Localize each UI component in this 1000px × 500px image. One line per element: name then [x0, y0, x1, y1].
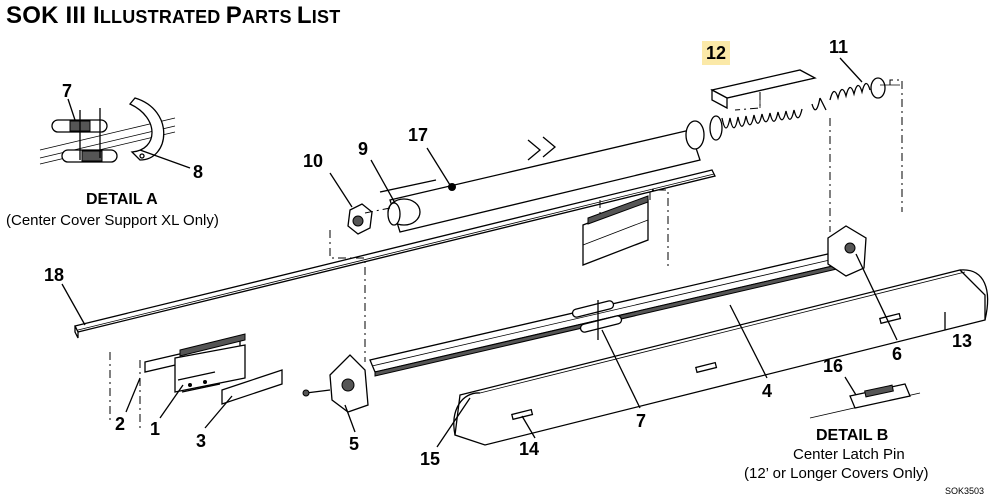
cover-body-13 — [453, 269, 989, 446]
detail-b-line2: (12’ or Longer Covers Only) — [744, 465, 929, 482]
drawing-code: SOK3503 — [944, 486, 984, 496]
end-cap-5 — [302, 354, 369, 413]
bracket-assembly-1-2-3 — [144, 333, 283, 405]
callout-8: 8 — [193, 162, 204, 182]
callout-5: 5 — [349, 434, 360, 454]
detail-a-drawing — [39, 97, 176, 165]
tube-17 — [379, 120, 705, 233]
detail-b-line1: Center Latch Pin — [793, 446, 905, 463]
detail-a-subtitle: (Center Cover Support XL Only) — [6, 212, 219, 229]
rail-18 — [74, 169, 716, 339]
support-7 — [571, 300, 623, 340]
callout-12: 12 — [702, 41, 731, 65]
callout-13: 13 — [952, 331, 973, 351]
callout-10: 10 — [303, 151, 324, 171]
callout-7-detail-a: 7 — [62, 81, 73, 101]
leader-lines — [61, 57, 946, 448]
detail-b-drawing — [809, 383, 921, 419]
callout-9: 9 — [358, 139, 369, 159]
page-title: SOK III ILLUSTRATED PARTS LIST — [6, 2, 341, 29]
upper-bracket — [582, 195, 649, 266]
callout-17: 17 — [408, 125, 429, 145]
callout-16: 16 — [823, 356, 844, 376]
detail-b-title: DETAIL B — [816, 427, 889, 444]
guide-lines — [109, 79, 903, 430]
end-cap-6 — [827, 225, 867, 277]
detail-a-title: DETAIL A — [86, 191, 158, 208]
callout-14: 14 — [519, 439, 540, 459]
callout-6: 6 — [892, 344, 903, 364]
callout-15: 15 — [420, 449, 441, 469]
cover-12 — [710, 69, 817, 110]
end-cap-9-10 — [347, 198, 421, 235]
callout-11: 11 — [829, 37, 849, 57]
callout-18: 18 — [44, 265, 65, 285]
callout-1: 1 — [150, 419, 161, 439]
callout-7: 7 — [636, 411, 647, 431]
callout-3: 3 — [196, 431, 207, 451]
callout-4: 4 — [762, 381, 773, 401]
callout-2: 2 — [115, 414, 126, 434]
